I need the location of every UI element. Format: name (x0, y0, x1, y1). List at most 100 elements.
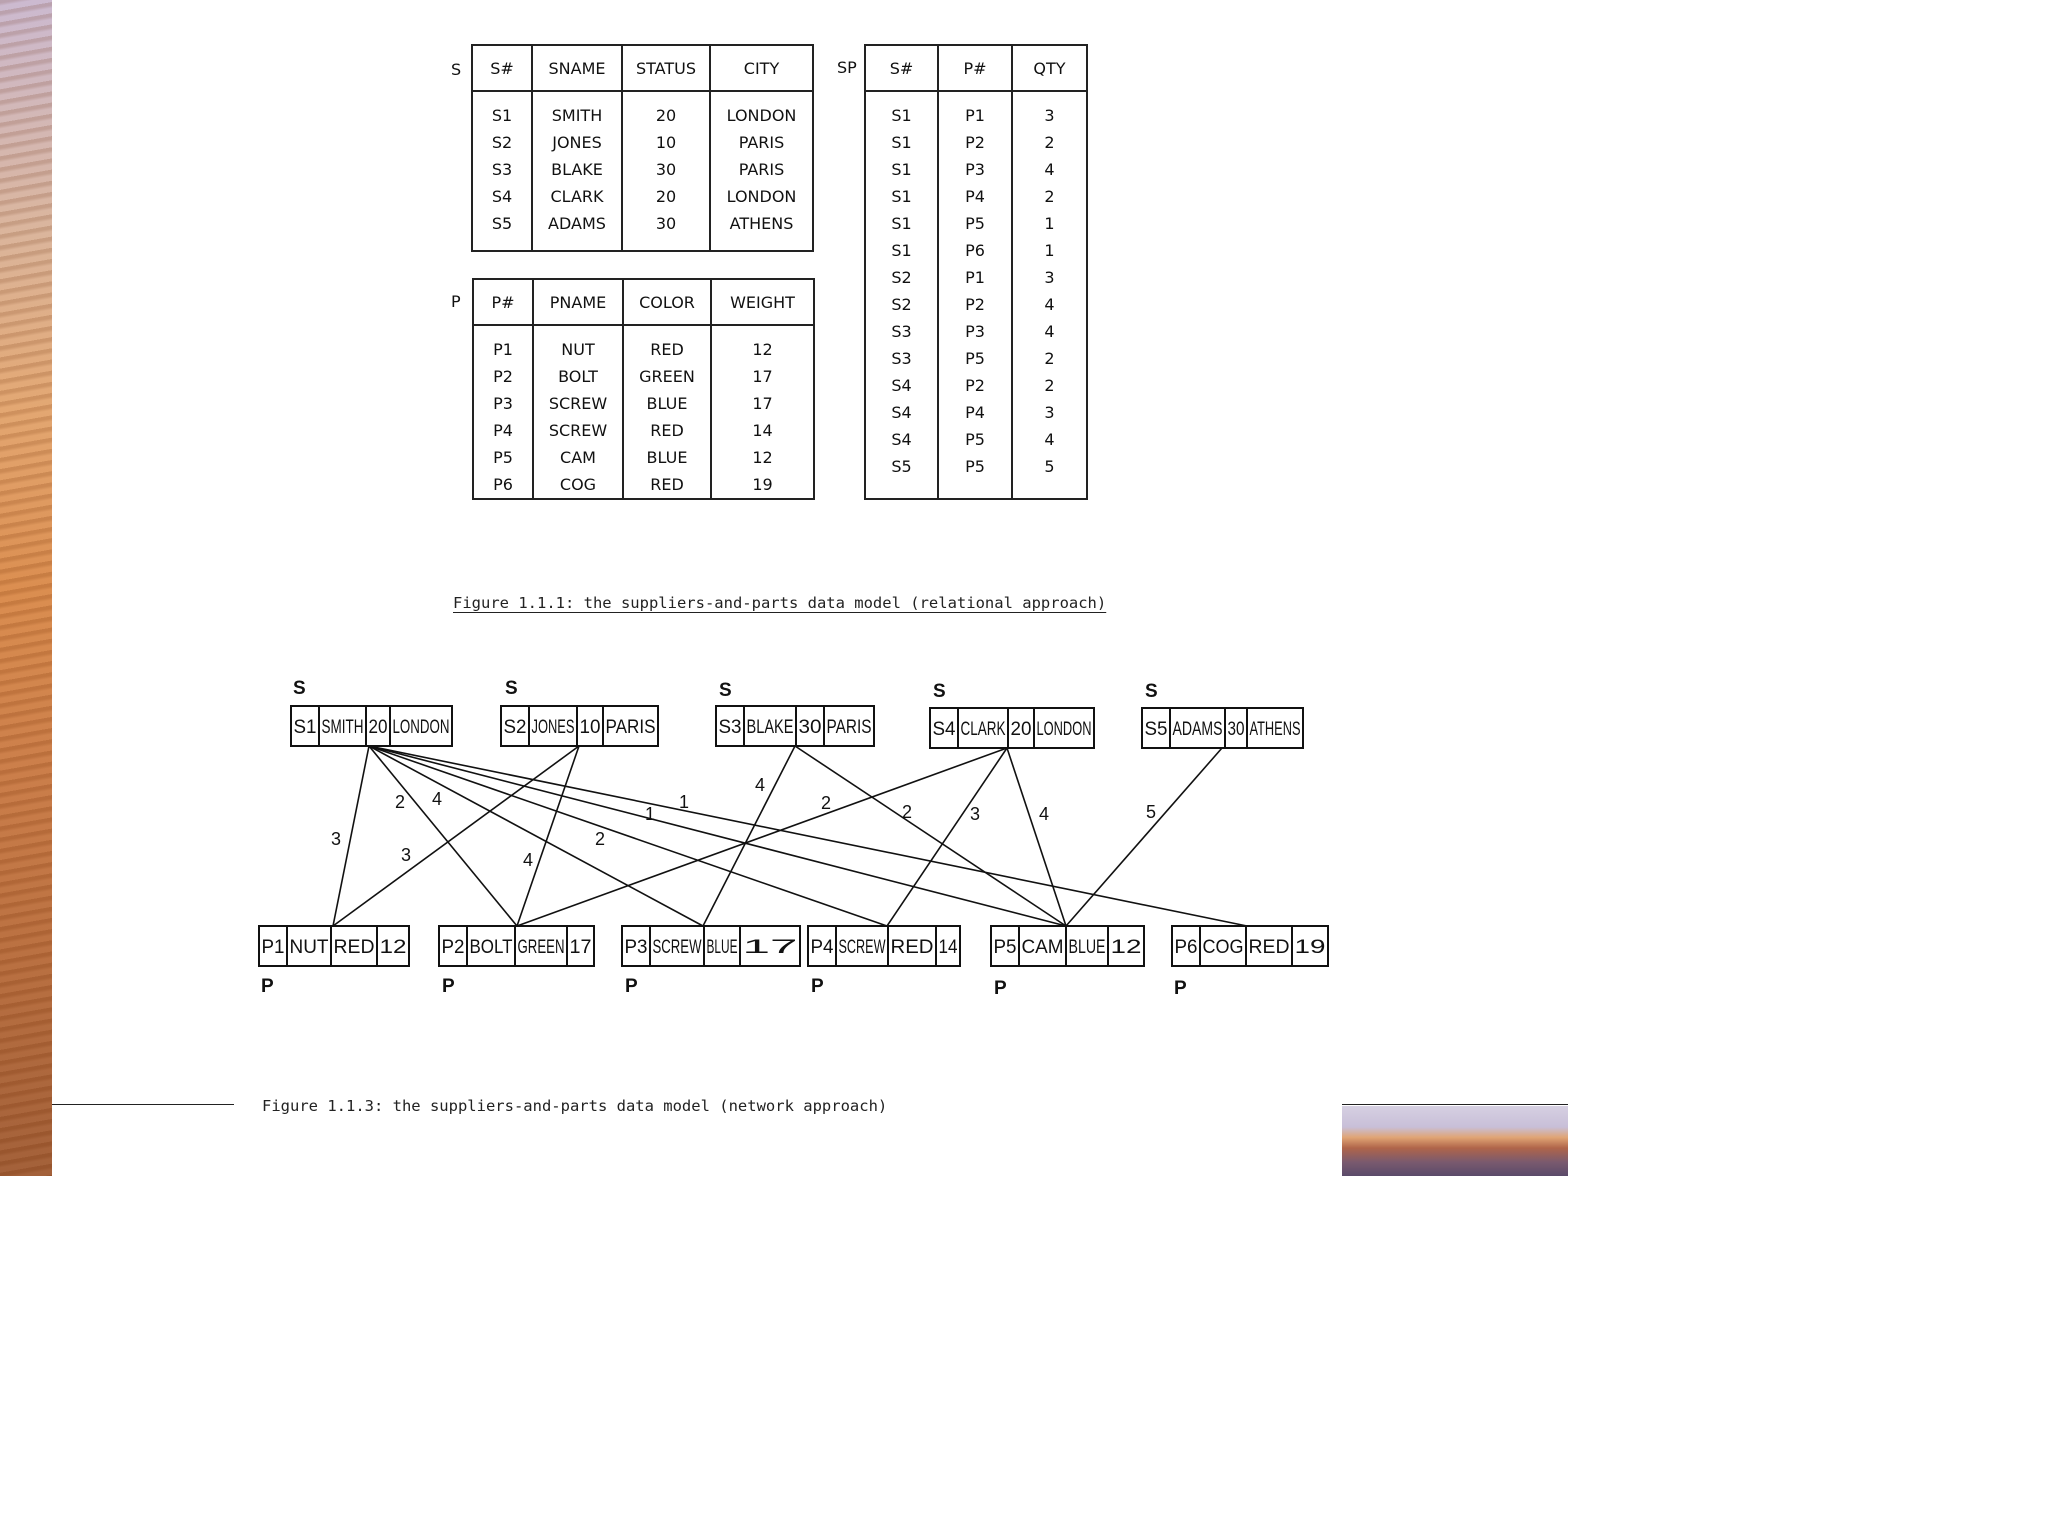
column-header: S# (866, 46, 937, 92)
table-cell: 4 (1044, 295, 1055, 314)
table-cell: 5 (1044, 457, 1055, 476)
table-cell: 10 (655, 133, 677, 152)
table-cell: 17 (752, 394, 773, 413)
link-qty-label: 1 (679, 792, 689, 812)
table-cell: P2 (965, 295, 985, 314)
table-sp-name: SP (837, 58, 857, 77)
record-box (500, 705, 659, 747)
link-qty-label: 2 (395, 792, 405, 812)
link-line (332, 745, 580, 927)
record-field: SCREW (839, 937, 886, 958)
table-cell: S4 (491, 187, 513, 206)
figure-caption-relational: Figure 1.1.1: the suppliers-and-parts da… (453, 594, 1107, 612)
footer-rule-right (1342, 1104, 1568, 1105)
link-line (332, 745, 370, 927)
table-cell: 30 (655, 214, 677, 233)
table-cell: S3 (491, 160, 513, 179)
table-cell: RED (650, 475, 684, 494)
record-type-label: P (442, 976, 455, 997)
table-cell: SCREW (548, 421, 608, 440)
table-cell: P6 (493, 475, 513, 494)
table-cell: SMITH (551, 106, 603, 125)
link-line (516, 747, 1008, 927)
column-header: WEIGHT (712, 280, 813, 326)
link-qty-label: 3 (401, 845, 411, 865)
table-cell: 17 (752, 367, 773, 386)
table-cell: S5 (891, 457, 912, 476)
record-field: SCREW (653, 937, 702, 958)
record-field: P3 (625, 937, 648, 958)
table-cell: P5 (965, 457, 985, 476)
table-cell: 12 (752, 340, 773, 359)
table-cell: BOLT (558, 367, 598, 386)
table-cell: S1 (891, 214, 912, 233)
table-cell: 2 (1044, 376, 1055, 395)
record-field: P2 (442, 937, 465, 958)
table-cell: S1 (891, 160, 912, 179)
table-cell: P6 (965, 241, 985, 260)
record-field: 30 (1228, 719, 1245, 740)
table-cell: LONDON (726, 187, 797, 206)
table-cell: ATHENS (729, 214, 794, 233)
record-type-label: S (1145, 681, 1158, 702)
column-header: QTY (1013, 46, 1086, 92)
table-cell: P1 (965, 106, 985, 125)
record-field: 30 (799, 717, 822, 738)
record-type-label: P (994, 978, 1007, 999)
record-box (1141, 707, 1304, 749)
table-cell: 4 (1044, 322, 1055, 341)
record-field: S5 (1145, 719, 1168, 740)
table-cell: CLARK (550, 187, 604, 206)
table-cell: LONDON (726, 106, 797, 125)
link-qty-label: 4 (755, 775, 765, 795)
table-cell: P3 (493, 394, 513, 413)
record-field: 20 (369, 717, 388, 738)
record-field: PARIS (827, 717, 872, 738)
record-field: CAM (1022, 937, 1064, 958)
table-cell: P5 (965, 430, 985, 449)
record-field: JONES (532, 717, 575, 738)
link-line (368, 745, 1067, 927)
table-cell: SCREW (548, 394, 608, 413)
table-cell: 12 (752, 448, 773, 467)
table-cell: JONES (552, 133, 602, 152)
table-cell: P4 (965, 187, 985, 206)
record-field: 19 (1295, 937, 1326, 958)
table-cell: S1 (891, 133, 912, 152)
record-type-label: S (293, 678, 306, 699)
table-cell: NUT (561, 340, 595, 359)
record-type-label: P (261, 976, 274, 997)
record-field: BLUE (707, 937, 738, 958)
table-cell: RED (650, 340, 684, 359)
table-cell: 2 (1044, 133, 1055, 152)
record-field: ATHENS (1250, 719, 1301, 740)
table-cell: S4 (891, 376, 912, 395)
record-field: BOLT (470, 937, 513, 958)
record-field: NUT (290, 937, 329, 958)
link-qty-label: 4 (523, 850, 533, 870)
link-qty-label: 4 (432, 789, 442, 809)
record-field: LONDON (393, 717, 450, 738)
record-box (258, 925, 410, 967)
table-cell: 20 (655, 187, 677, 206)
record-field: 17 (743, 937, 798, 958)
table-cell: P3 (965, 322, 985, 341)
table-cell: S3 (891, 322, 912, 341)
link-qty-label: 2 (595, 829, 605, 849)
record-field: S4 (933, 719, 956, 740)
table-cell: PARIS (738, 133, 785, 152)
table-cell: S1 (891, 187, 912, 206)
table-cell: P1 (965, 268, 985, 287)
table-cell: P1 (493, 340, 513, 359)
